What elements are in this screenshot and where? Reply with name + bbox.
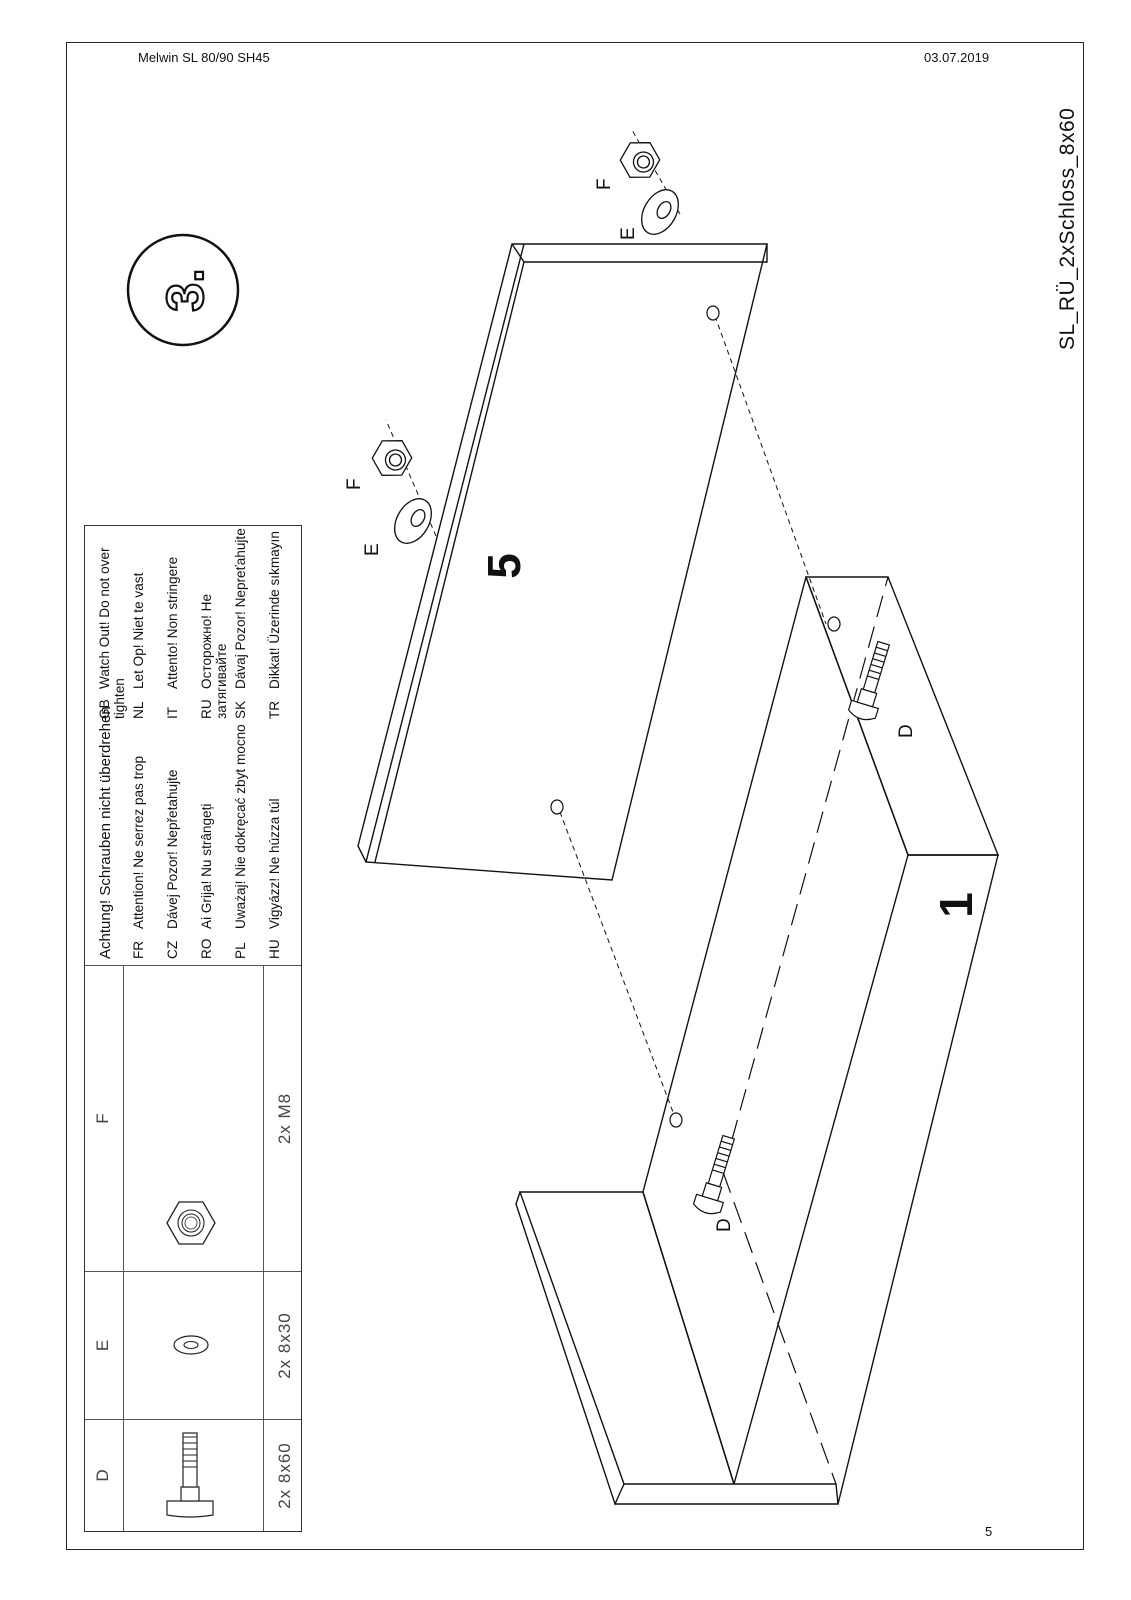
hex-nut-icon [166, 1201, 216, 1245]
holes [550, 305, 841, 1128]
washer-icon [394, 498, 432, 544]
nut-label: F [344, 478, 365, 490]
carriage-bolt-icon [847, 640, 891, 721]
washer-icon [173, 1335, 209, 1355]
board-5 [357, 243, 768, 881]
step-badge: 3. [126, 233, 240, 347]
bolt-label: D [896, 724, 917, 738]
board-label: 5 [478, 553, 530, 579]
washer-label: E [362, 543, 383, 556]
document-date: 03.07.2019 [924, 50, 990, 65]
washer-label: E [618, 227, 639, 240]
step-number: 3. [157, 268, 215, 311]
parts-legend: D 2x 8x60 E 2x 8x30 F 2x M8 [84, 525, 302, 1532]
hidden-edges [722, 576, 889, 1485]
part-column-e: E 2x 8x30 [85, 1271, 301, 1419]
washer-icon [641, 189, 679, 235]
part-column-f: F 2x M8 [85, 965, 301, 1271]
carriage-bolt-icon [166, 1432, 214, 1518]
carriage-bolt-icon [692, 1134, 736, 1215]
frame-label: 1 [930, 892, 982, 918]
part-column-d: D 2x 8x60 [85, 1419, 301, 1531]
frame-1 [515, 576, 1000, 1506]
nut-label: F [594, 178, 615, 190]
bolt-label: D [714, 1218, 735, 1232]
page-number: 5 [985, 1524, 993, 1539]
page-border [66, 42, 1084, 1550]
hex-nut-icon [371, 440, 413, 476]
hex-nut-icon [619, 142, 661, 178]
product-name: Melwin SL 80/90 SH45 [138, 50, 270, 65]
